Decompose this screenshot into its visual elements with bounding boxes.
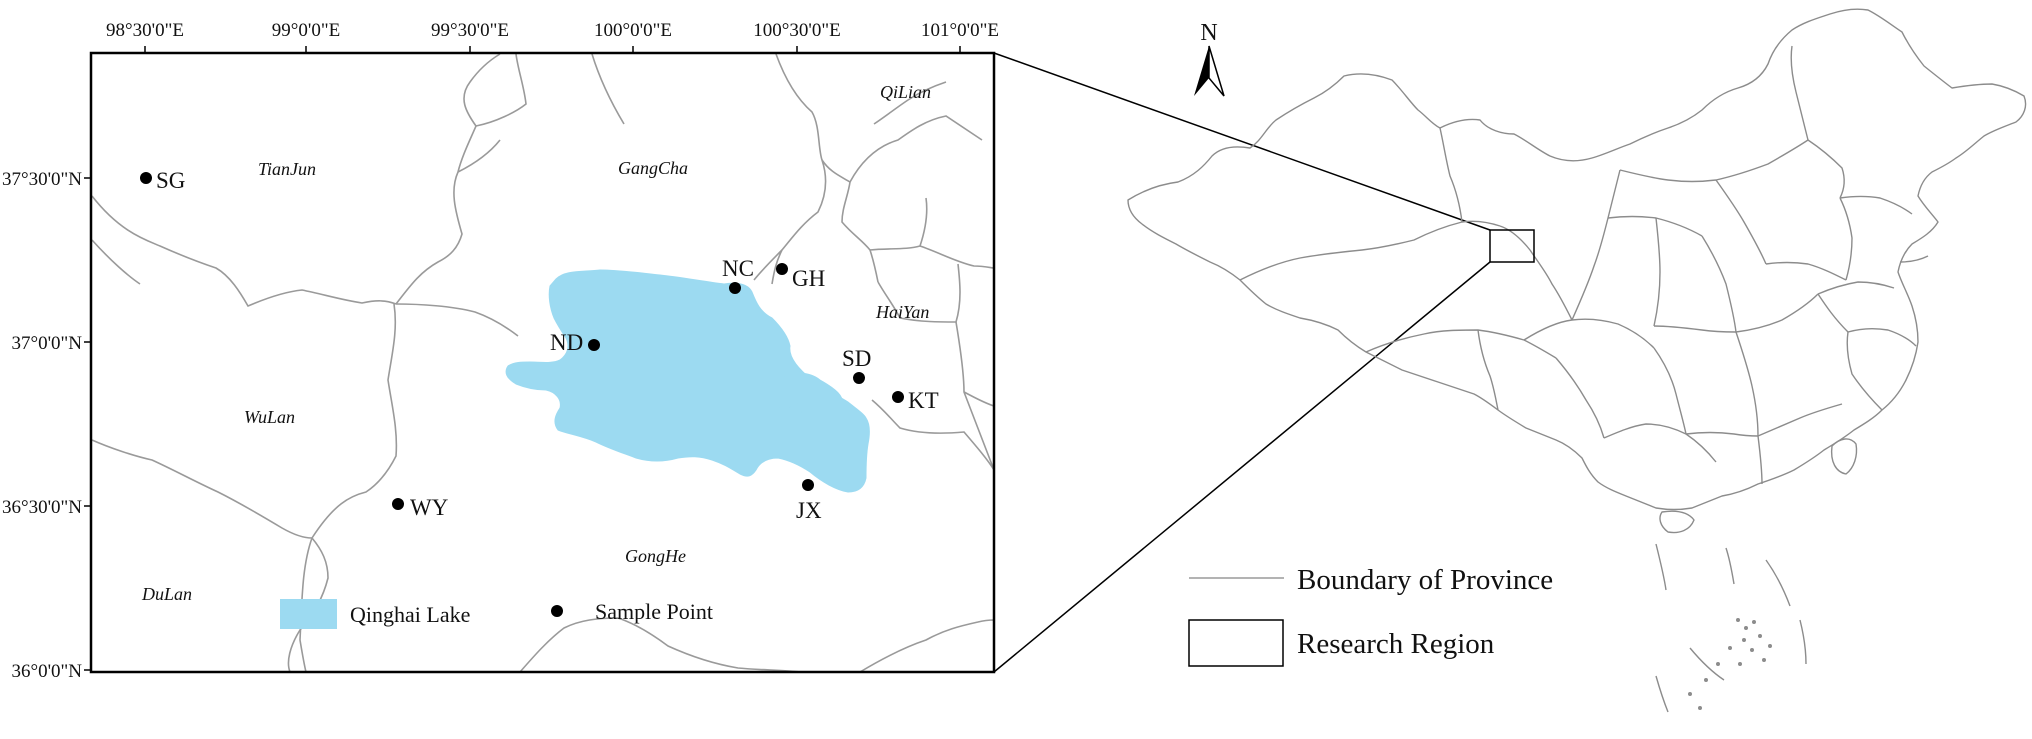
- county-name-qilian: QiLian: [880, 82, 931, 102]
- sample-point-gh: [776, 263, 788, 275]
- legend-boundary-label: Boundary of Province: [1297, 564, 1553, 596]
- latitude-ticks: [84, 177, 91, 671]
- longitude-labels: 98°30'0"E 99°0'0"E 99°30'0"E 100°0'0"E 1…: [106, 20, 999, 41]
- county-boundaries: [91, 53, 995, 673]
- south-sea-islands: [1655, 543, 1807, 713]
- lon-label-99-30: 99°30'0"E: [431, 20, 509, 41]
- north-arrow: N: [1194, 20, 1225, 97]
- north-arrow-icon: [1194, 46, 1209, 96]
- lat-label-36-30: 36°30'0"N: [2, 497, 82, 518]
- sample-point-sg: [140, 172, 152, 184]
- sample-point-wy: [392, 498, 404, 510]
- lon-label-100-30: 100°30'0"E: [753, 20, 840, 41]
- lon-label-101-00: 101°0'0"E: [921, 20, 999, 41]
- sample-point-jx: [802, 479, 814, 491]
- county-name-gangcha: GangCha: [618, 158, 688, 178]
- site-label-wy: WY: [410, 495, 449, 520]
- qinghai-lake: [505, 269, 870, 493]
- site-label-nc: NC: [722, 256, 754, 281]
- legend-point-symbol: [551, 605, 563, 617]
- site-label-sd: SD: [842, 346, 871, 371]
- lat-label-37-00: 37°0'0"N: [12, 333, 83, 354]
- sample-point-labels: SG NC GH ND SD KT WY JX: [156, 168, 939, 523]
- lon-label-98-30: 98°30'0"E: [106, 20, 184, 41]
- inset-legend: Qinghai Lake Sample Point: [280, 599, 713, 629]
- site-label-kt: KT: [908, 388, 939, 413]
- connector-lines: [993, 52, 1491, 673]
- overview-legend: Boundary of Province Research Region: [1188, 564, 1553, 667]
- site-label-jx: JX: [796, 498, 822, 523]
- county-names: QiLian TianJun GangCha HaiYan WuLan Gong…: [141, 82, 931, 604]
- south-sea-dots: [1688, 618, 1772, 710]
- longitude-ticks: [144, 46, 961, 53]
- legend-region-label: Research Region: [1297, 628, 1495, 660]
- lat-label-37-30: 37°30'0"N: [2, 169, 82, 190]
- sample-point-sd: [853, 372, 865, 384]
- county-name-dulan: DuLan: [141, 584, 192, 604]
- sample-points: [140, 172, 904, 510]
- lon-label-100-00: 100°0'0"E: [594, 20, 672, 41]
- county-name-haiyan: HaiYan: [875, 302, 929, 322]
- legend-point-label: Sample Point: [595, 599, 713, 624]
- county-name-wulan: WuLan: [244, 407, 295, 427]
- lon-label-99-00: 99°0'0"E: [272, 20, 340, 41]
- north-arrow-label: N: [1200, 20, 1217, 46]
- site-label-gh: GH: [792, 266, 825, 291]
- legend-lake-swatch: [280, 599, 337, 629]
- site-label-nd: ND: [550, 330, 583, 355]
- sample-point-nc: [729, 282, 741, 294]
- county-name-tianjun: TianJun: [258, 159, 316, 179]
- legend-region-box: [1188, 619, 1284, 667]
- china-province-boundaries: [1127, 8, 2027, 534]
- lat-label-36-00: 36°0'0"N: [12, 661, 83, 682]
- inset-map: SG NC GH ND SD KT WY JX QiLian TianJun G…: [2, 20, 999, 682]
- sample-point-kt: [892, 391, 904, 403]
- research-region-box: [1489, 229, 1535, 263]
- overview-map: N Boundary of Province Research Region: [1127, 8, 2027, 713]
- county-name-gonghe: GongHe: [625, 546, 686, 566]
- sample-point-nd: [588, 339, 600, 351]
- latitude-labels: 37°30'0"N 37°0'0"N 36°30'0"N 36°0'0"N: [2, 169, 82, 682]
- inset-frame: [89, 51, 996, 674]
- site-label-sg: SG: [156, 168, 185, 193]
- legend-lake-label: Qinghai Lake: [350, 602, 470, 627]
